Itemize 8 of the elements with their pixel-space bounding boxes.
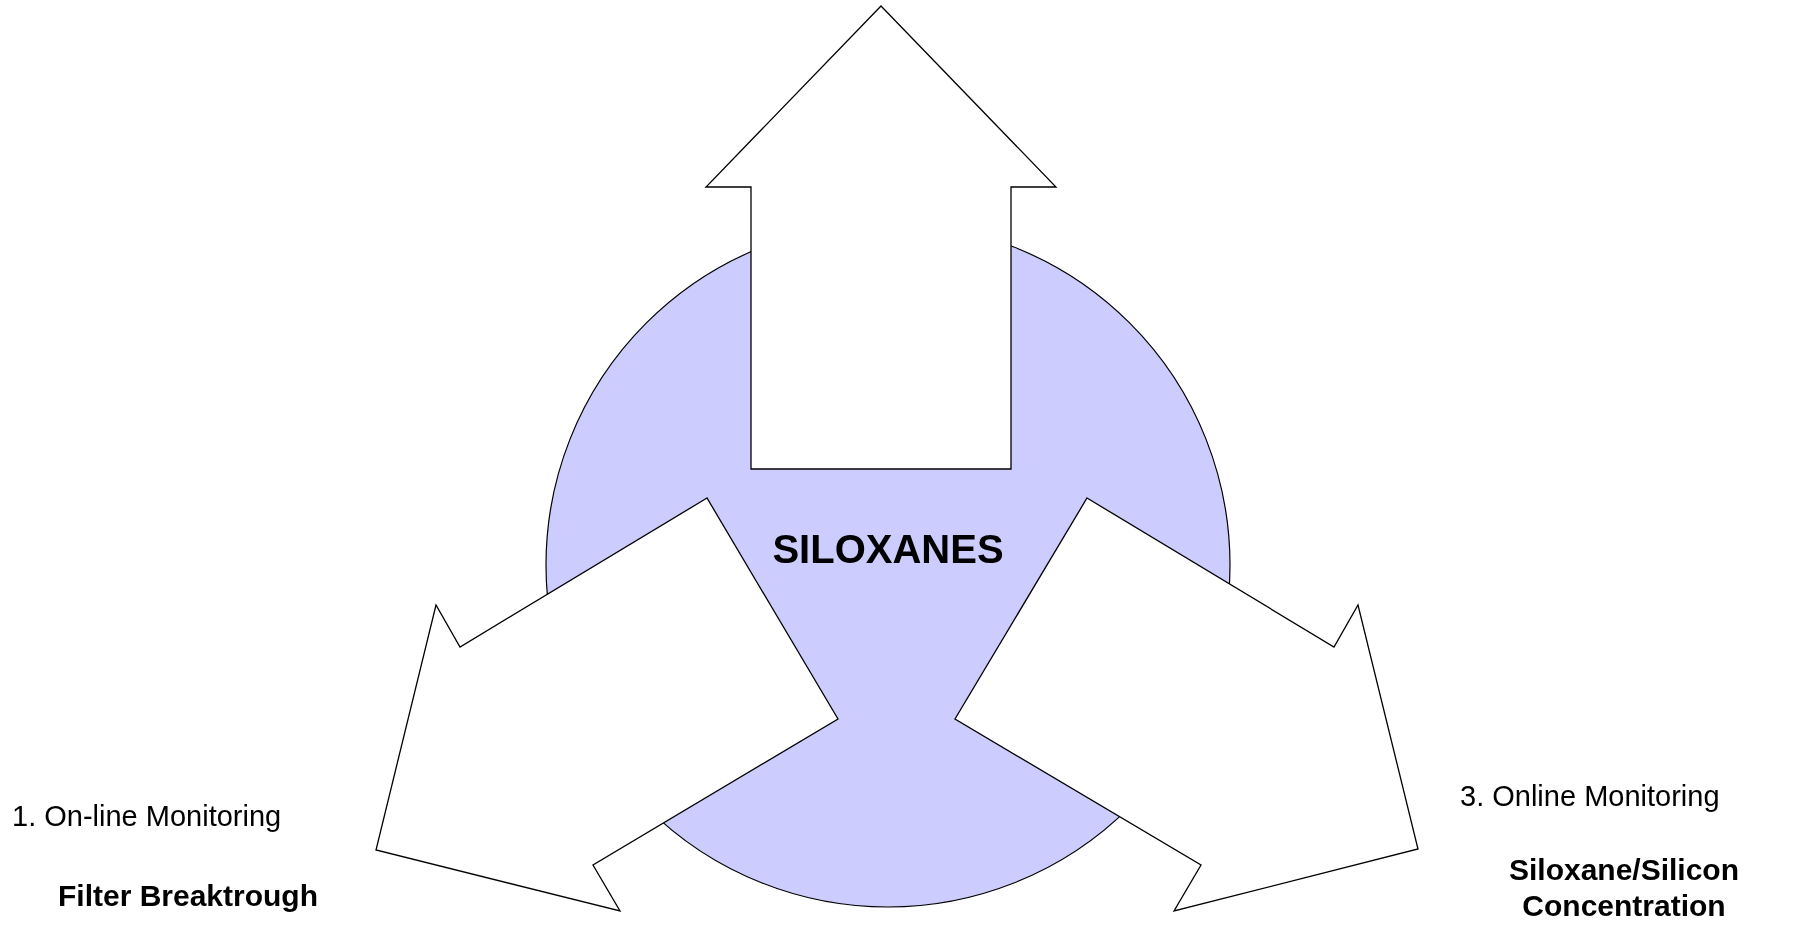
block-arrow [954,497,1419,912]
circle-label: SILOXANES [771,527,1005,572]
block-arrow [375,497,839,912]
caption-text: 3. Online Monitoring [1460,780,1720,813]
heading-text: Filter Breaktrough [56,878,319,914]
block-arrow [704,5,1058,470]
caption-text: 1. On-line Monitoring [12,800,282,833]
heading-text: Siloxane/Silicon Concentration [1507,852,1741,924]
